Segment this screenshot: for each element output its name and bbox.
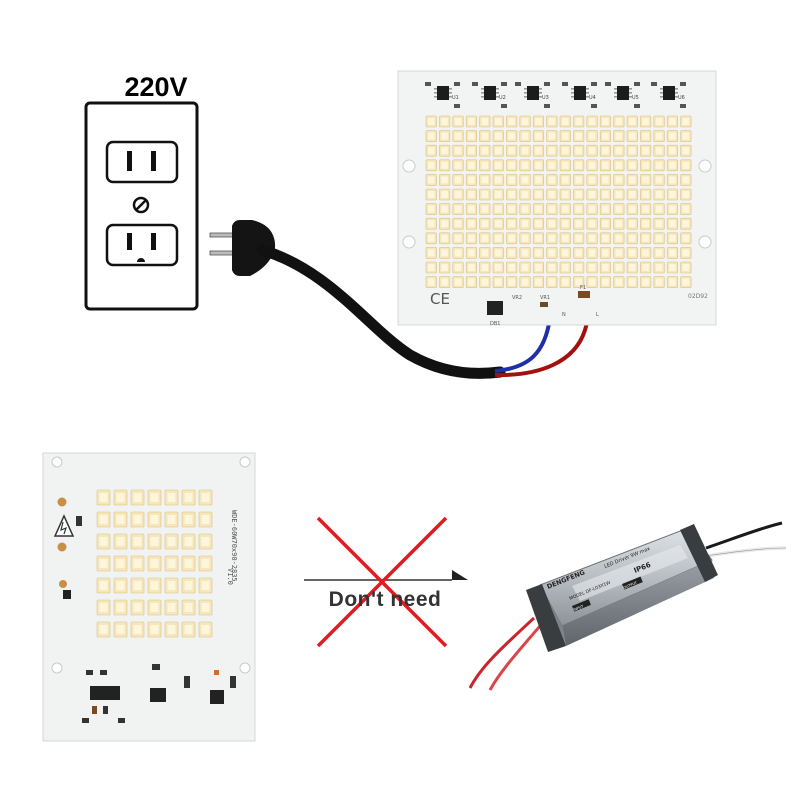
ic-label: U2 (499, 95, 506, 101)
bridge-rectifier (487, 301, 503, 315)
solder-pad (57, 542, 67, 552)
driver-ic-chip (574, 86, 586, 100)
board-model-code: 02D92 (688, 293, 708, 300)
cross-line-icon (316, 516, 448, 648)
led-board-top: U1 U2 U3 U4 U5 U6 CE 02D92 DB1 VR2 VR1 F1 N L (397, 70, 717, 327)
fuse (578, 291, 590, 298)
red-wire (494, 311, 592, 378)
led-driver: DENGFENG LED Driver 9W max IP66 MODEL DF… (468, 521, 787, 691)
driver-input-tag: INPUT (573, 604, 585, 612)
outlet-bottom-socket (105, 223, 179, 267)
solder-pad (57, 497, 67, 507)
outlet-screw-icon (132, 196, 150, 214)
mounting-hole (402, 235, 416, 249)
varistor-label-2: VR1 (540, 295, 550, 301)
driver-input-wire (468, 616, 536, 689)
power-cable (256, 244, 506, 379)
ic-label: U5 (632, 95, 639, 101)
mounting-hole (239, 456, 251, 468)
not-needed-mark (304, 516, 468, 648)
arrow-head-icon (452, 570, 468, 580)
mounting-hole (698, 159, 712, 173)
wire-label-n: N (562, 312, 566, 318)
outlet-top-socket (105, 140, 179, 184)
ic-label: U6 (678, 95, 685, 101)
led-board-bottom: WDE-60W70x90-2835 V1.0 (42, 452, 256, 742)
varistor-label-1: VR2 (512, 295, 522, 301)
board-vertical-code: WDE-60W70x90-2835 (230, 510, 238, 582)
solder-pad (59, 580, 67, 588)
driver-ic-chip (663, 86, 675, 100)
bridge-label: DB1 (490, 321, 500, 327)
driver-output-tag: OUTPUT (623, 581, 639, 590)
driver-output-wire (705, 546, 787, 558)
ic-label: U3 (542, 95, 549, 101)
driver-ic-chip (527, 86, 539, 100)
warning-triangle-icon (53, 514, 75, 537)
driver-ic-chip (484, 86, 496, 100)
ce-mark: CE (430, 290, 450, 308)
mounting-hole (51, 662, 63, 674)
ic-label: U4 (589, 95, 596, 101)
mounting-hole (698, 235, 712, 249)
mounting-hole (51, 456, 63, 468)
driver-ic-chip (437, 86, 449, 100)
fuse-label: F1 (580, 285, 586, 291)
board-version: V1.0 (226, 568, 234, 585)
dont-need-label: Don't need (328, 588, 442, 611)
wall-outlet (84, 101, 199, 311)
voltage-label: 220V (124, 72, 188, 102)
driver-components (82, 664, 236, 723)
driver-output-wire (705, 521, 783, 550)
wire-label-l: L (596, 312, 599, 318)
mounting-hole (239, 662, 251, 674)
driver-input-wire (488, 625, 542, 691)
driver-ic-chip (617, 86, 629, 100)
mounting-hole (402, 159, 416, 173)
ic-label: U1 (452, 95, 459, 101)
power-plug (209, 220, 276, 276)
